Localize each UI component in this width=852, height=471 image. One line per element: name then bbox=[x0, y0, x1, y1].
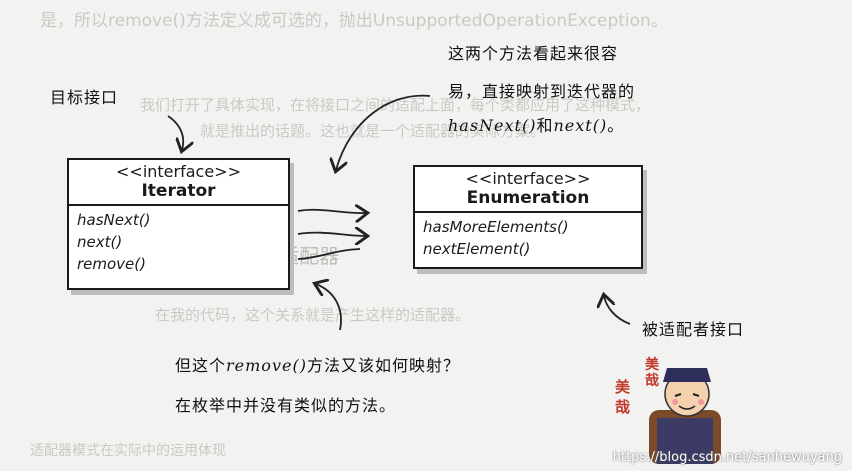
easy-mapping-note-line-2: 易，直接映射到迭代器的 bbox=[448, 82, 636, 101]
remove-question-suffix: 方法又该如何映射？ bbox=[306, 356, 460, 375]
remove-question-method: remove() bbox=[226, 356, 307, 375]
target-interface-label: 目标接口 bbox=[50, 88, 119, 107]
enumeration-name: Enumeration bbox=[466, 188, 590, 208]
mascot-figure-icon bbox=[649, 368, 721, 464]
easy-mapping-arrow bbox=[336, 94, 431, 170]
remove-question-line-1: 但这个remove()方法又该如何映射？ bbox=[175, 352, 460, 376]
enumeration-interface-box: <<interface>> Enumeration hasMoreElement… bbox=[413, 165, 643, 269]
enumeration-stereotype: <<interface>> bbox=[465, 169, 591, 188]
iterator-method-has-next: hasNext() bbox=[77, 211, 151, 229]
enumeration-method-next-element: nextElement() bbox=[423, 240, 531, 258]
remove-question-line-2: 在枚举中并没有类似的方法。 bbox=[175, 396, 397, 415]
easy-mapping-has-next: hasNext() bbox=[448, 116, 537, 135]
iterator-methods: hasNext() next() remove() bbox=[69, 206, 288, 278]
enumeration-header: <<interface>> Enumeration bbox=[415, 167, 641, 213]
mascot-caption-1: 美 bbox=[645, 357, 659, 373]
iterator-interface-box: <<interface>> Iterator hasNext() next() … bbox=[67, 158, 290, 290]
mapping-arrow-2 bbox=[297, 233, 366, 236]
mascot-caption-2: 哉 bbox=[645, 373, 659, 389]
mascot-sticker: 美 哉 美 哉 bbox=[605, 352, 735, 464]
easy-mapping-note-line-1: 这两个方法看起来很容 bbox=[448, 44, 619, 63]
iterator-name: Iterator bbox=[141, 181, 216, 201]
watermark-url: https://blog.csdn.net/sanhewuyang bbox=[612, 450, 842, 465]
mapping-arrow-1 bbox=[297, 210, 366, 213]
iterator-method-remove: remove() bbox=[77, 255, 146, 273]
easy-mapping-and: 和 bbox=[536, 116, 554, 135]
target-interface-arrow bbox=[167, 115, 183, 150]
mascot-caption-3: 美 bbox=[615, 378, 631, 396]
iterator-stereotype: <<interface>> bbox=[116, 162, 241, 181]
remove-question-prefix: 但这个 bbox=[175, 356, 227, 375]
background-line-5: 在我的代码，这个关系就是产生这样的适配器。 bbox=[155, 306, 471, 324]
iterator-method-next: next() bbox=[77, 233, 123, 251]
easy-mapping-next: next() bbox=[553, 116, 608, 135]
iterator-header: <<interface>> Iterator bbox=[69, 160, 288, 206]
mascot-caption-4: 哉 bbox=[615, 398, 631, 416]
remove-question-arrow bbox=[316, 284, 342, 331]
easy-mapping-note-line-3: hasNext()和next()。 bbox=[448, 112, 624, 136]
enumeration-methods: hasMoreElements() nextElement() bbox=[415, 213, 641, 263]
adaptee-interface-arrow bbox=[604, 296, 631, 325]
mapping-arrow-3 bbox=[297, 248, 361, 260]
background-bottom-left: 适配器模式在实际中的运用体现 bbox=[30, 443, 226, 459]
easy-mapping-period: 。 bbox=[607, 116, 625, 135]
background-top-line: 是，所以remove()方法定义成可选的，抛出UnsupportedOperat… bbox=[40, 11, 668, 31]
background-line-2: 我们打开了具体实现，在将接口之间的适配上面，每个类都应用了这种模式， bbox=[140, 96, 651, 114]
enumeration-method-has-more-elements: hasMoreElements() bbox=[423, 218, 569, 236]
adaptee-interface-label: 被适配者接口 bbox=[642, 320, 745, 339]
background-line-3: 就是推出的话题。这也就是一个适配器的实际方案。 bbox=[200, 122, 546, 140]
